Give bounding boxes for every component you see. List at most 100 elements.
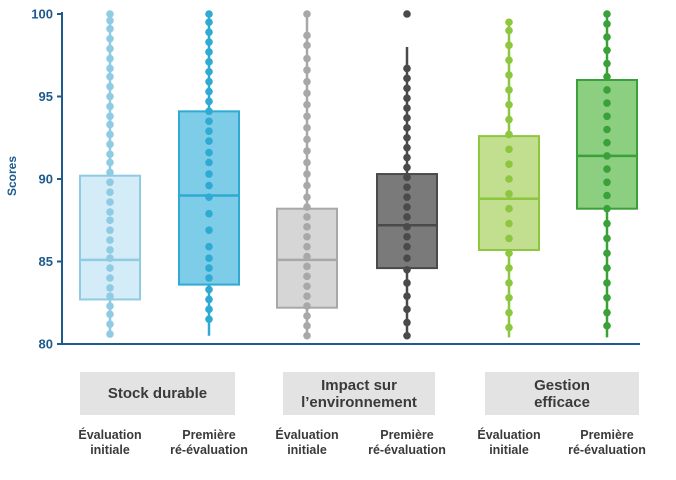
data-point: [403, 242, 411, 251]
data-point: [505, 56, 513, 64]
data-point: [303, 181, 311, 190]
data-point: [303, 158, 311, 167]
data-point: [205, 226, 213, 234]
data-point: [505, 249, 513, 258]
data-point: [603, 178, 611, 187]
data-point: [205, 67, 213, 76]
data-point: [205, 107, 213, 116]
data-point: [303, 100, 311, 109]
data-point: [106, 140, 114, 149]
data-point: [603, 152, 611, 160]
data-point: [505, 115, 513, 124]
data-point: [303, 147, 311, 155]
data-point: [603, 308, 611, 317]
data-point: [106, 178, 114, 187]
data-point: [403, 143, 411, 152]
data-point: [303, 135, 311, 144]
data-point: [603, 294, 611, 302]
data-point: [205, 148, 213, 157]
data-point: [205, 158, 213, 167]
data-point: [106, 72, 114, 81]
data-point: [205, 254, 213, 262]
data-point: [205, 209, 213, 218]
data-point: [205, 48, 213, 56]
data-point: [603, 322, 611, 330]
data-point: [403, 265, 411, 274]
data-point: [303, 302, 311, 310]
data-point: [106, 112, 114, 121]
data-point: [403, 223, 411, 231]
data-point: [403, 133, 411, 142]
data-point: [603, 33, 611, 41]
data-point: [403, 173, 411, 182]
series-label: Évaluation initiale: [78, 428, 142, 457]
data-point: [303, 170, 311, 178]
series-label: Première ré-évaluation: [568, 428, 646, 457]
data-point: [505, 219, 513, 228]
data-point: [106, 130, 114, 139]
data-point: [303, 10, 311, 18]
data-point: [505, 100, 513, 109]
data-point: [106, 188, 114, 196]
data-point: [603, 204, 611, 213]
data-point: [403, 331, 411, 340]
data-point: [303, 54, 311, 63]
data-point: [603, 20, 611, 28]
data-point: [106, 226, 114, 234]
data-point: [205, 285, 213, 294]
data-point: [403, 104, 411, 112]
data-point: [205, 137, 213, 145]
y-tick-label: 80: [39, 337, 53, 352]
data-point: [106, 34, 114, 43]
data-point: [403, 213, 411, 221]
data-point: [505, 264, 513, 272]
data-point: [603, 191, 611, 200]
data-point: [106, 16, 114, 25]
data-point: [403, 203, 411, 211]
series-label: Évaluation initiale: [275, 428, 339, 457]
data-point: [205, 77, 213, 86]
group-label: Impact sur l’environnement: [283, 372, 435, 415]
data-point: [505, 234, 513, 243]
data-point: [106, 246, 114, 254]
data-point: [403, 10, 411, 18]
data-point: [303, 272, 311, 281]
data-point: [205, 18, 213, 27]
data-point: [603, 279, 611, 287]
data-point: [205, 87, 213, 96]
data-point: [303, 66, 311, 74]
data-point: [303, 322, 311, 330]
data-point: [106, 64, 114, 73]
y-axis-title: Scores: [5, 156, 19, 196]
data-point: [505, 279, 513, 287]
data-point: [403, 254, 411, 262]
data-point: [403, 318, 411, 327]
data-point: [403, 163, 411, 172]
data-point: [106, 330, 114, 338]
data-point: [106, 216, 114, 225]
y-tick-label: 100: [31, 7, 53, 22]
data-point: [205, 117, 213, 126]
data-point: [205, 181, 213, 190]
data-point: [403, 94, 411, 102]
data-point: [303, 292, 311, 300]
data-point: [403, 74, 411, 83]
data-point: [505, 86, 513, 94]
data-point: [303, 193, 311, 201]
data-point: [106, 302, 114, 310]
data-point: [603, 125, 611, 134]
data-point: [403, 305, 411, 314]
data-point: [505, 204, 513, 213]
data-point: [303, 203, 311, 211]
data-point: [603, 219, 611, 228]
data-point: [505, 26, 513, 35]
data-point: [505, 160, 513, 168]
data-point: [505, 175, 513, 183]
data-point: [303, 31, 311, 40]
data-point: [205, 127, 213, 135]
data-point: [303, 124, 311, 132]
data-point: [303, 232, 311, 241]
data-point: [403, 279, 411, 287]
